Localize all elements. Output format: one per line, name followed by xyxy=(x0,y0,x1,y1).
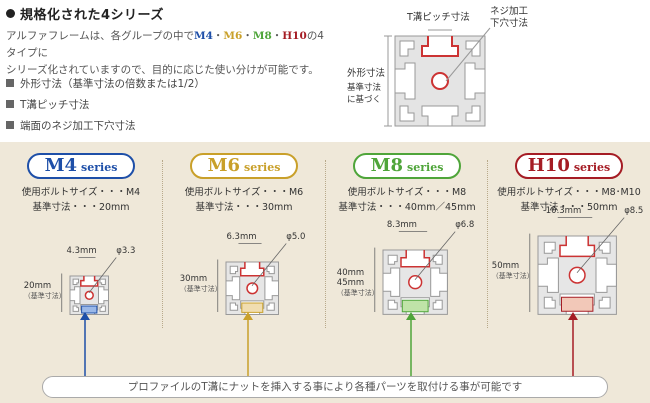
series-spec: 使用ボルトサイズ・・・M4 基準寸法・・・20mm xyxy=(0,185,162,215)
bullet-text: 端面のネジ加工下穴寸法 xyxy=(20,120,136,132)
series-suffix: series xyxy=(407,161,444,174)
tap-hole-diameter-label: φ5.0 xyxy=(286,231,306,242)
series-spec: 使用ボルトサイズ・・・M6 基準寸法・・・30mm xyxy=(163,185,325,215)
footer-note: プロファイルのT溝にナットを挿入する事により各種パーツを取付ける事が可能です xyxy=(42,376,608,398)
size-primary: 40mm xyxy=(336,267,365,278)
base-size: 基準寸法・・・40mm／45mm xyxy=(338,202,476,213)
intro-sep: ・ xyxy=(271,30,283,42)
bullet-item: 端面のネジ加工下穴寸法 xyxy=(6,118,136,133)
size-primary: 30mm xyxy=(179,273,208,284)
bullet-square-icon xyxy=(6,121,14,129)
series-spec: 使用ボルトサイズ・・・M8 基準寸法・・・40mm／45mm xyxy=(326,185,488,215)
size-primary: 20mm xyxy=(23,280,52,291)
intro-m8: M8 xyxy=(252,30,272,42)
t-slot-pitch-label: T溝ピッチ寸法 xyxy=(407,12,470,23)
outer-dim-label-2: 基準寸法 xyxy=(347,83,382,93)
outer-size-label: 50mm（基準寸法） xyxy=(492,261,534,281)
slot-width-label: 10.3mm xyxy=(545,205,582,216)
arrow-up-icon xyxy=(61,257,117,376)
series-suffix: series xyxy=(81,161,118,174)
bullet-item: T溝ピッチ寸法 xyxy=(6,97,89,112)
column-divider xyxy=(325,160,326,328)
arrow-up-icon xyxy=(529,217,625,376)
bullet-item: 外形寸法（基準寸法の倍数または1/2） xyxy=(6,76,205,91)
intro-m6: M6 xyxy=(223,30,243,42)
bullet-text: T溝ピッチ寸法 xyxy=(20,99,90,111)
tap-hole-diameter-label: φ6.8 xyxy=(455,219,475,230)
profile-m8-drawing xyxy=(382,249,448,315)
bolt-size: 使用ボルトサイズ・・・M8 xyxy=(347,187,467,198)
bolt-size: 使用ボルトサイズ・・・M8･M10 xyxy=(497,187,641,198)
size-primary: 50mm xyxy=(491,260,520,271)
intro-sep: ・ xyxy=(212,30,224,42)
column-divider xyxy=(487,160,488,328)
arrow-up-icon xyxy=(217,243,287,376)
bolt-size: 使用ボルトサイズ・・・M6 xyxy=(184,187,304,198)
arrow-up-icon xyxy=(374,231,456,376)
outer-dim-label-1: 外形寸法 xyxy=(347,68,386,79)
tap-hole-diameter-label: φ8.5 xyxy=(624,205,644,216)
series-name: H10 xyxy=(527,155,570,176)
slot-width-label: 4.3mm xyxy=(66,245,97,256)
profile-m4-drawing xyxy=(69,275,109,315)
series-name: M6 xyxy=(207,155,241,176)
profile-cross-section-diagram xyxy=(384,27,491,127)
intro-prefix: アルファフレームは、各グループの中で xyxy=(6,30,194,42)
base-note: （基準寸法） xyxy=(336,288,379,297)
column-divider xyxy=(162,160,163,328)
series-suffix: series xyxy=(573,161,611,174)
outer-dim-label-3: に基づく xyxy=(347,95,382,105)
bullet-text: 外形寸法（基準寸法の倍数または1/2） xyxy=(20,78,205,90)
profile-h10-drawing xyxy=(537,235,617,315)
intro-m4: M4 xyxy=(193,30,213,42)
section-title: 規格化された4シリーズ xyxy=(6,4,164,23)
size-secondary: 45mm xyxy=(336,277,365,288)
slot-width-label: 8.3mm xyxy=(386,219,417,230)
tap-hole-label-2: 下穴寸法 xyxy=(490,18,529,29)
slot-width-label: 6.3mm xyxy=(226,231,257,242)
base-size: 基準寸法・・・50mm xyxy=(520,202,618,213)
bolt-size: 使用ボルトサイズ・・・M4 xyxy=(21,187,141,198)
intro-h10: H10 xyxy=(282,30,307,42)
intro-sep: ・ xyxy=(242,30,253,42)
series-name: M8 xyxy=(370,155,404,176)
section-title-text: 規格化された4シリーズ xyxy=(20,8,164,23)
intro-text: アルファフレームは、各グループの中でM4・M6・M8・H10の4タイプに シリー… xyxy=(6,28,326,79)
tap-hole-label-1: ネジ加工 xyxy=(490,6,529,17)
base-note: （基準寸法） xyxy=(491,271,534,280)
intro-suffix: の4タイプに xyxy=(6,30,324,59)
series-name: M4 xyxy=(44,155,78,176)
tap-hole-diameter-label: φ3.3 xyxy=(116,245,136,256)
base-note: （基準寸法） xyxy=(23,291,66,300)
bullet-square-icon xyxy=(6,100,14,108)
base-note: （基準寸法） xyxy=(179,284,222,293)
outer-size-label: 30mm（基準寸法） xyxy=(180,274,222,294)
bullet-dot-icon xyxy=(6,9,15,18)
base-size: 基準寸法・・・20mm xyxy=(32,202,130,213)
bullet-square-icon xyxy=(6,79,14,87)
series-suffix: series xyxy=(244,161,281,174)
series-spec: 使用ボルトサイズ・・・M8･M10 基準寸法・・・50mm xyxy=(488,185,650,215)
profile-m6-drawing xyxy=(225,261,279,315)
intro-line2: シリーズ化されていますので、目的に応じた使い分けが可能です。 xyxy=(6,64,319,76)
base-size: 基準寸法・・・30mm xyxy=(195,202,293,213)
outer-size-label: 20mm（基準寸法） xyxy=(24,281,66,301)
